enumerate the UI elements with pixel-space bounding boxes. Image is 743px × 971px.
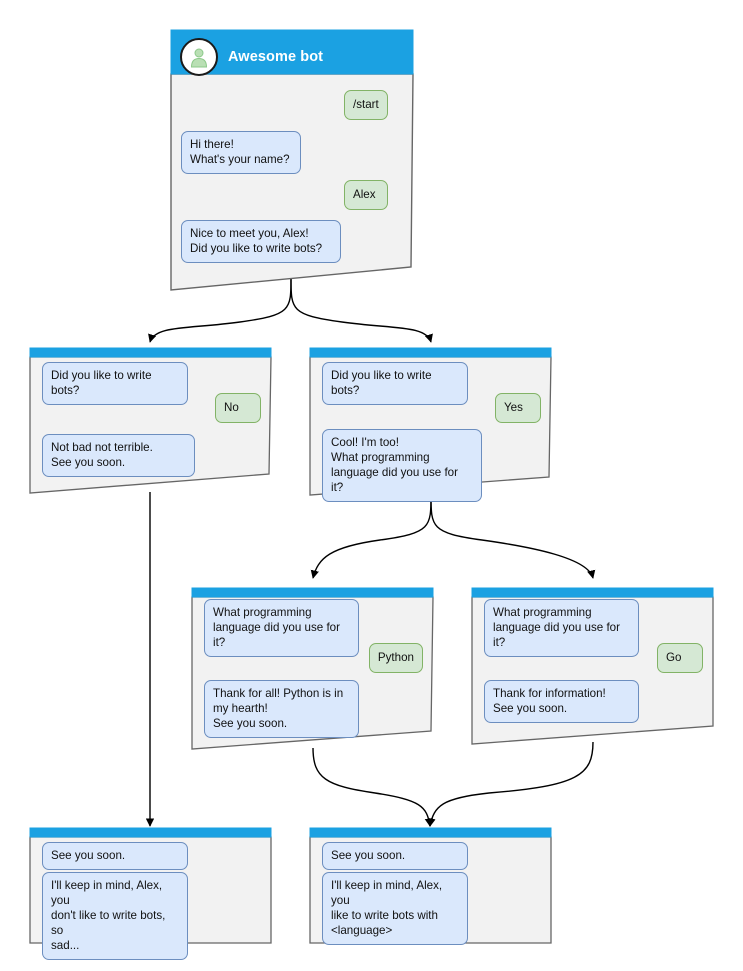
edge-go-to-end-happy <box>427 741 594 827</box>
message-bubble-bot: Not bad not terrible. See you soon. <box>42 434 195 477</box>
card-answer-yes[interactable]: Did you like to write bots? Yes Cool! I'… <box>308 346 553 502</box>
message-bubble-bot: Cool! I'm too! What programming language… <box>322 429 482 502</box>
card-lang-python[interactable]: What programming language did you use fo… <box>190 586 435 752</box>
message-bubble-bot: I'll keep in mind, Alex, you don't like … <box>42 872 188 960</box>
card-end-happy[interactable]: See you soon. I'll keep in mind, Alex, y… <box>308 826 553 946</box>
card-end-sad[interactable]: See you soon. I'll keep in mind, Alex, y… <box>28 826 273 960</box>
message-bubble-user: Go <box>657 643 703 673</box>
message-bubble-bot: Hi there! What's your name? <box>181 131 301 174</box>
person-avatar-icon <box>180 38 218 76</box>
message-bubble-bot: Did you like to write bots? <box>322 362 468 405</box>
card-lang-go[interactable]: What programming language did you use fo… <box>470 586 715 752</box>
message-bubble-user: No <box>215 393 261 423</box>
message-bubble-bot: What programming language did you use fo… <box>484 599 639 657</box>
card-answer-no[interactable]: Did you like to write bots? No Not bad n… <box>28 346 273 496</box>
edge-yes-to-go <box>430 494 596 579</box>
message-bubble-bot: Nice to meet you, Alex! Did you like to … <box>181 220 341 263</box>
message-bubble-bot: Did you like to write bots? <box>42 362 188 405</box>
message-bubble-bot: Thank for information! See you soon. <box>484 680 639 723</box>
message-bubble-bot: What programming language did you use fo… <box>204 599 359 657</box>
message-bubble-user: Alex <box>344 180 388 210</box>
bot-title: Awesome bot <box>228 49 324 65</box>
card-start-header: Awesome bot <box>180 35 323 79</box>
message-bubble-bot: See you soon. <box>42 842 188 870</box>
edge-python-to-end-happy <box>312 747 434 827</box>
message-bubble-bot: Thank for all! Python is in my hearth! S… <box>204 680 359 738</box>
message-bubble-bot: I'll keep in mind, Alex, you like to wri… <box>322 872 468 945</box>
card-start[interactable]: Awesome bot /start Hi there! What's your… <box>168 27 416 295</box>
message-bubble-user: Python <box>368 643 423 673</box>
message-bubble-user: /start <box>344 90 388 120</box>
message-bubble-bot: See you soon. <box>322 842 468 870</box>
edge-yes-to-python <box>310 494 432 579</box>
message-bubble-user: Yes <box>495 393 541 423</box>
